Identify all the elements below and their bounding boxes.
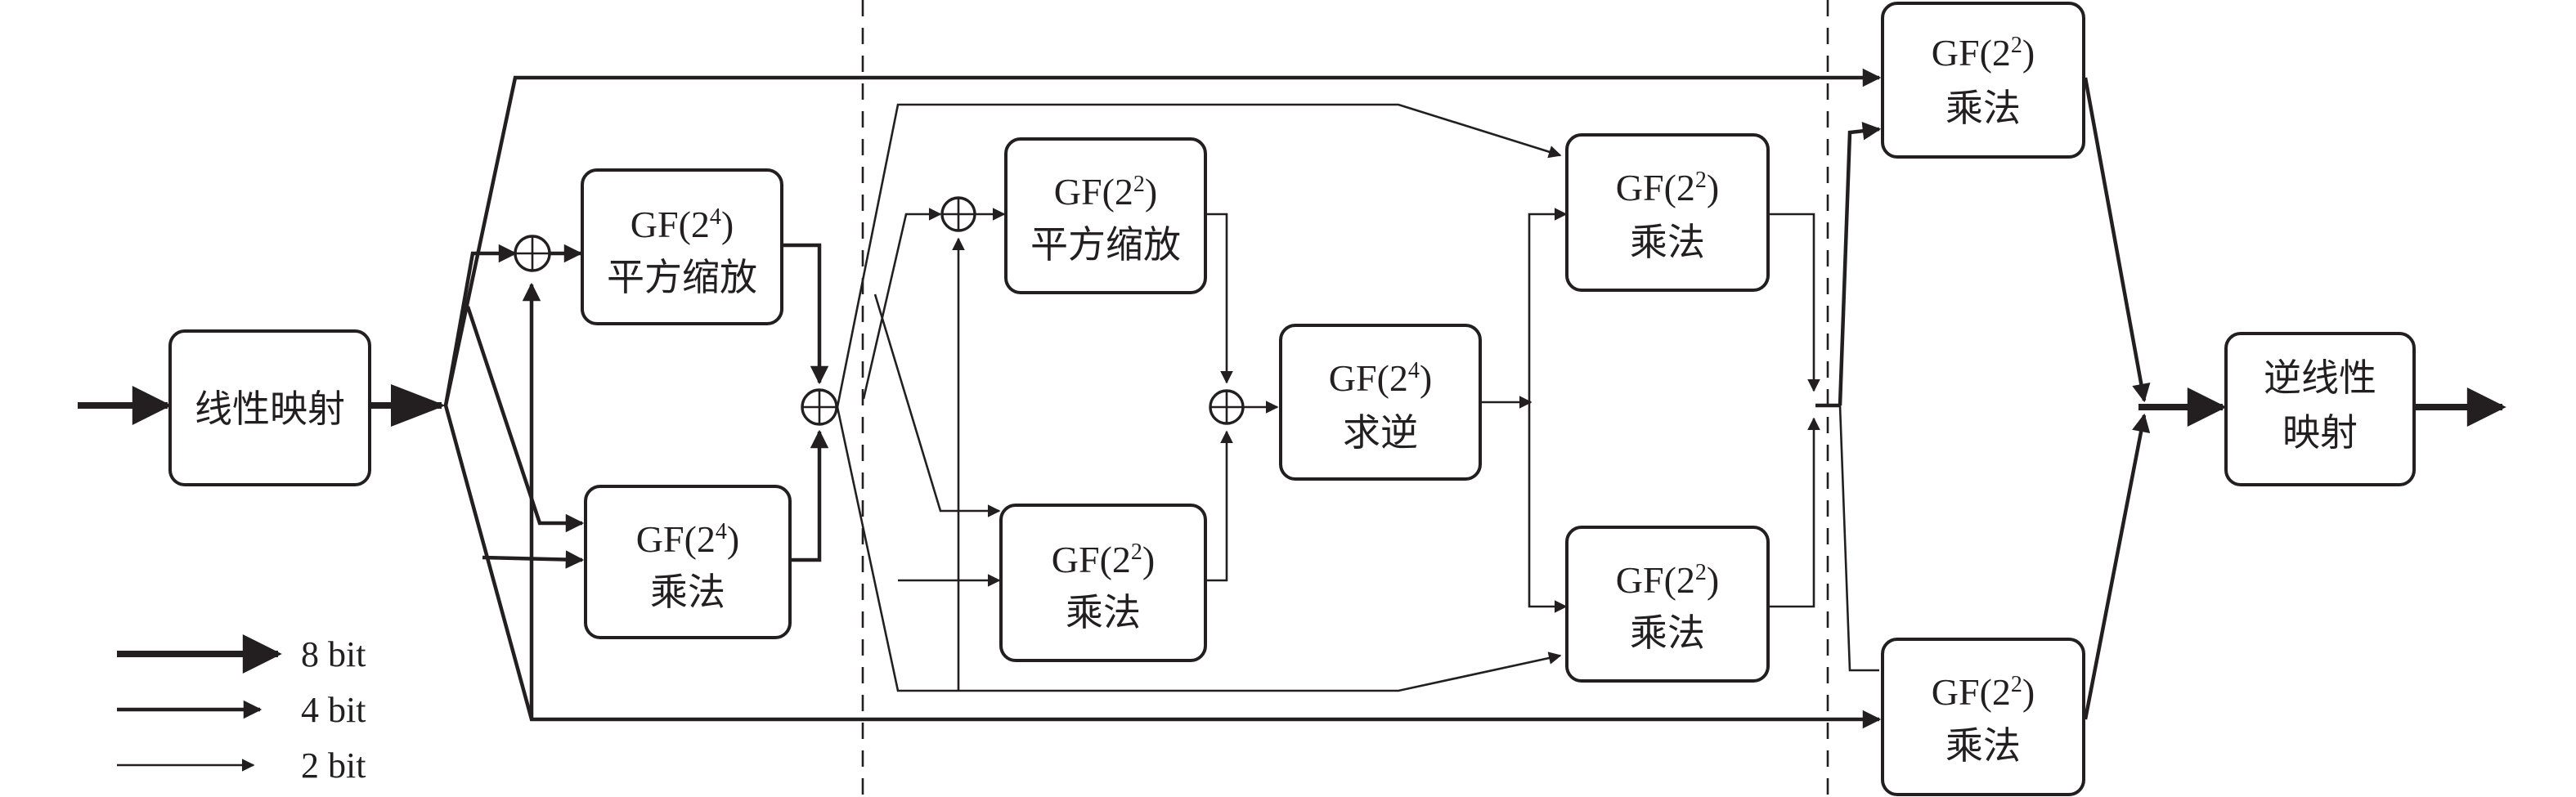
gf24-multiply-title: GF(24) — [636, 518, 739, 560]
gf22-multiply-right-top-block: GF(22) 乘法 — [1565, 133, 1770, 292]
gf22-multiply-inner-title: GF(22) — [1052, 539, 1155, 580]
gf22-multiply-right-bottom-block: GF(22) 乘法 — [1565, 526, 1770, 683]
legend-label-8bit: 8 bit — [301, 634, 366, 674]
legend-item-4bit: 4 bit — [117, 690, 366, 730]
gf22-multiply-outer-bottom-title: GF(22) — [1932, 671, 2035, 713]
xor-node-4 — [1209, 389, 1245, 425]
xor-node-1 — [514, 235, 551, 272]
gf22-multiply-outer-top-op: 乘法 — [1945, 87, 2021, 129]
gf24-inverse-op: 求逆 — [1343, 412, 1418, 454]
gf24-inverse-title: GF(24) — [1329, 357, 1432, 399]
gf22-multiply-right-bottom-op: 乘法 — [1630, 612, 1705, 654]
gf22-multiply-right-top-op: 乘法 — [1630, 222, 1705, 263]
gf24-square-scale-op: 平方缩放 — [607, 257, 757, 298]
gf24-multiply-op: 乘法 — [650, 571, 725, 613]
gf22-multiply-outer-bottom-block: GF(22) 乘法 — [1881, 638, 2085, 796]
linear-map-block: 线性映射 — [168, 329, 371, 486]
legend-item-8bit: 8 bit — [117, 634, 366, 674]
gf22-multiply-outer-top-title: GF(22) — [1932, 32, 2035, 74]
gf24-square-scale-block: GF(24) 平方缩放 — [581, 168, 783, 325]
legend-label-2bit: 2 bit — [301, 746, 366, 786]
gf22-multiply-outer-bottom-op: 乘法 — [1945, 725, 2021, 767]
xor-node-3 — [940, 196, 976, 232]
connections — [78, 68, 2506, 729]
gf22-square-scale-op: 平方缩放 — [1030, 224, 1181, 266]
linear-map-label: 线性映射 — [195, 388, 345, 430]
gf22-multiply-right-top-title: GF(22) — [1616, 167, 1719, 208]
gf22-multiply-inner-op: 乘法 — [1066, 592, 1141, 634]
gf22-multiply-right-bottom-title: GF(22) — [1616, 559, 1719, 601]
inverse-linear-map-line2: 映射 — [2282, 412, 2358, 454]
legend-item-2bit: 2 bit — [117, 746, 366, 786]
inverse-linear-map-block: 逆线性 映射 — [2224, 332, 2416, 486]
gf22-multiply-outer-top-block: GF(22) 乘法 — [1881, 2, 2085, 159]
gf24-square-scale-title: GF(24) — [631, 204, 734, 245]
legend: 8 bit 4 bit 2 bit — [117, 634, 366, 786]
inverse-linear-map-line1: 逆线性 — [2264, 357, 2376, 399]
gf22-square-scale-block: GF(22) 平方缩放 — [1004, 137, 1207, 294]
legend-label-4bit: 4 bit — [301, 690, 366, 730]
gf22-square-scale-title: GF(22) — [1054, 171, 1157, 213]
gf24-multiply-block: GF(24) 乘法 — [584, 485, 792, 639]
gf24-inverse-block: GF(24) 求逆 — [1279, 324, 1482, 481]
gf22-multiply-inner-block: GF(22) 乘法 — [999, 504, 1207, 662]
xor-node-2 — [801, 388, 838, 426]
